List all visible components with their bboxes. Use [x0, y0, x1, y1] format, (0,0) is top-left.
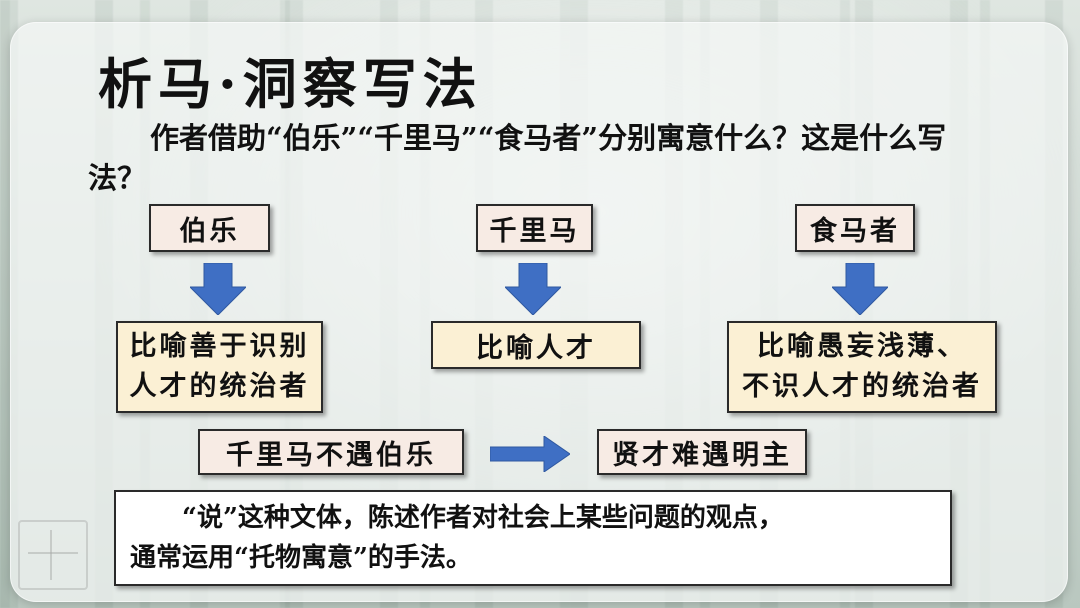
relation-left-box: 千里马不遇伯乐 [198, 429, 464, 475]
arrow-right-icon [490, 436, 570, 472]
term-box-bole: 伯乐 [149, 204, 270, 252]
term-box-qianlima: 千里马 [476, 204, 593, 252]
arrow-down-icon [832, 263, 888, 315]
relation-left-text: 千里马不遇伯乐 [226, 439, 436, 471]
relation-right-text: 贤才难遇明主 [612, 439, 792, 471]
meaning-line: 比喻善于识别 [129, 331, 310, 362]
meaning-box-qianlima: 比喻人才 [431, 321, 641, 369]
question-text: 作者借助“伯乐”“千里马”“食马者”分别寓意什么？这是什么写法？ [88, 121, 947, 195]
conclusion-box: “说”这种文体，陈述作者对社会上某些问题的观点， 通常运用“托物寓意”的手法。 [114, 490, 952, 586]
arrow-down-icon [190, 263, 246, 315]
meaning-box-bole: 比喻善于识别 人才的统治者 [116, 321, 323, 413]
arrow-down-icon [505, 263, 561, 315]
meaning-line: 不识人才的统治者 [742, 371, 982, 402]
term-label: 食马者 [810, 215, 900, 247]
conclusion-line-2: 通常运用“托物寓意”的手法。 [130, 543, 472, 573]
term-label: 千里马 [489, 215, 580, 247]
term-label: 伯乐 [179, 215, 240, 247]
seal-stamp-decoration [18, 520, 88, 590]
meaning-line: 比喻人才 [476, 332, 596, 364]
meaning-line: 比喻愚妄浅薄、 [757, 331, 967, 362]
meaning-line: 人才的统治者 [129, 371, 310, 402]
slide-title: 析马·洞察写法 [98, 52, 483, 116]
relation-right-box: 贤才难遇明主 [597, 429, 807, 475]
conclusion-line-1: “说”这种文体，陈述作者对社会上某些问题的观点， [182, 503, 784, 533]
meaning-box-shimazhe: 比喻愚妄浅薄、 不识人才的统治者 [727, 321, 997, 413]
term-box-shimazhe: 食马者 [795, 204, 915, 252]
